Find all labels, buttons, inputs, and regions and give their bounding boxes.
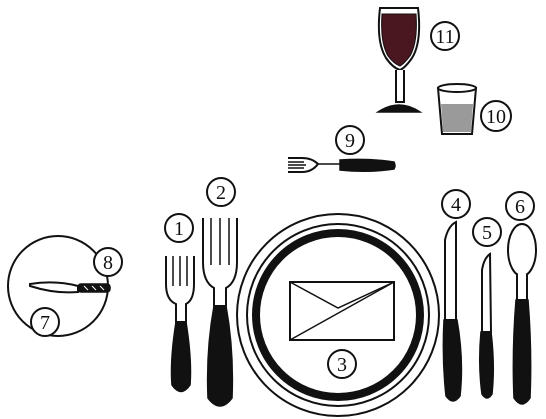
label-dessert-fork-text: 9 <box>345 130 355 152</box>
napkin <box>290 282 394 340</box>
label-dessert-fork: 9 <box>336 126 364 154</box>
wine-glass <box>378 8 420 112</box>
label-water-glass: 10 <box>481 101 511 131</box>
label-dinner-plate-text: 3 <box>337 354 347 376</box>
label-teaspoon: 5 <box>473 218 501 246</box>
label-butter-knife-text: 8 <box>103 252 113 274</box>
label-dinner-fork: 2 <box>207 178 235 206</box>
label-water-glass-text: 10 <box>486 106 506 128</box>
label-soup-spoon: 6 <box>506 192 534 220</box>
label-salad-fork: 1 <box>165 214 193 242</box>
label-dinner-knife-text: 4 <box>451 194 461 216</box>
label-dinner-plate: 3 <box>328 350 356 378</box>
label-wine-glass: 11 <box>431 22 459 50</box>
water-glass <box>438 84 476 134</box>
salad-fork <box>166 256 194 392</box>
label-teaspoon-text: 5 <box>482 222 492 244</box>
label-bread-plate: 7 <box>31 308 59 336</box>
label-butter-knife: 8 <box>94 248 122 276</box>
label-dinner-knife: 4 <box>442 190 470 218</box>
dessert-fork <box>288 158 395 172</box>
dinner-knife <box>443 222 461 401</box>
soup-spoon <box>508 224 536 404</box>
teaspoon <box>480 254 494 398</box>
label-dinner-fork-text: 2 <box>216 182 226 204</box>
label-bread-plate-text: 7 <box>40 312 50 334</box>
dinner-fork <box>203 218 237 406</box>
label-wine-glass-text: 11 <box>435 26 454 48</box>
label-soup-spoon-text: 6 <box>515 196 525 218</box>
label-salad-fork-text: 1 <box>174 218 184 240</box>
